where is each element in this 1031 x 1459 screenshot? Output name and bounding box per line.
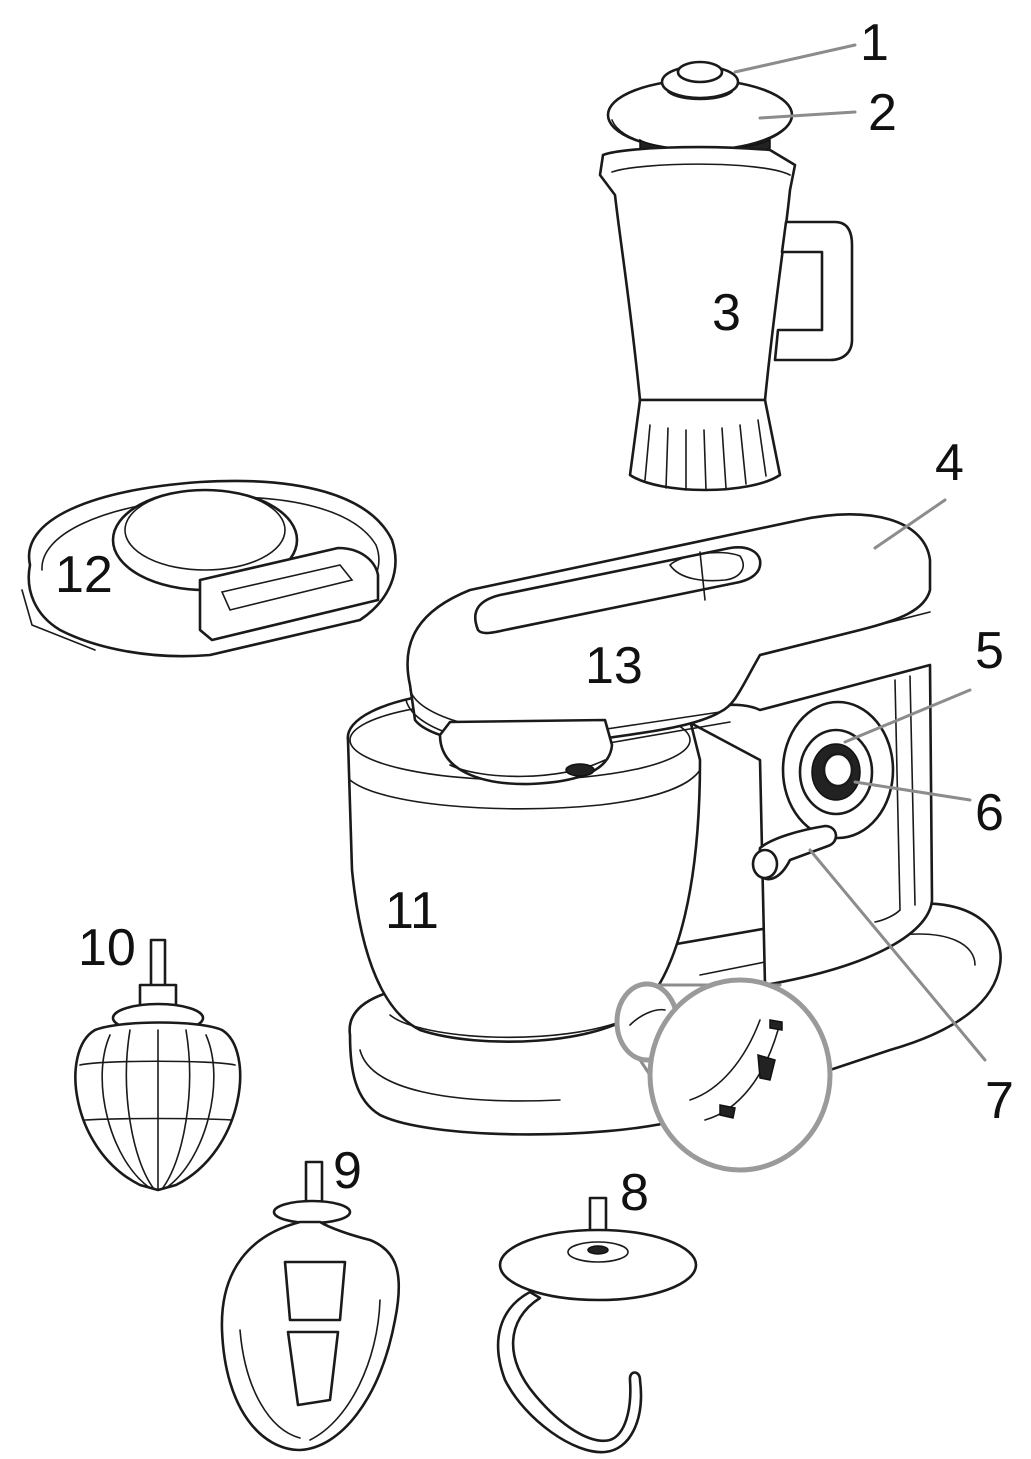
motor-head: [405, 513, 932, 786]
label-part-2: 2: [868, 84, 897, 142]
leader-lines: [733, 43, 987, 1062]
label-part-1: 1: [860, 14, 889, 72]
blender-jug-assembly: [598, 60, 854, 492]
label-part-3: 3: [712, 284, 741, 342]
splash-guard-lid: [21, 479, 397, 658]
label-part-7: 7: [985, 1072, 1014, 1130]
mixer-body: [348, 663, 1002, 1136]
zoom-detail: [614, 977, 833, 1173]
label-part-8: 8: [620, 1164, 649, 1222]
label-part-9: 9: [333, 1142, 362, 1200]
balloon-whisk: [74, 938, 242, 1192]
label-part-13: 13: [585, 637, 643, 695]
label-part-5: 5: [975, 622, 1004, 680]
dough-hook: [496, 1196, 698, 1454]
label-part-6: 6: [975, 784, 1004, 842]
label-part-10: 10: [78, 919, 136, 977]
flat-beater: [220, 1160, 401, 1452]
part-labels: 1 2 3 4 5 6 7 8 9 10 11 12 13: [55, 14, 1014, 1222]
label-part-4: 4: [935, 434, 964, 492]
label-part-11: 11: [385, 882, 439, 940]
label-part-12: 12: [55, 546, 113, 604]
